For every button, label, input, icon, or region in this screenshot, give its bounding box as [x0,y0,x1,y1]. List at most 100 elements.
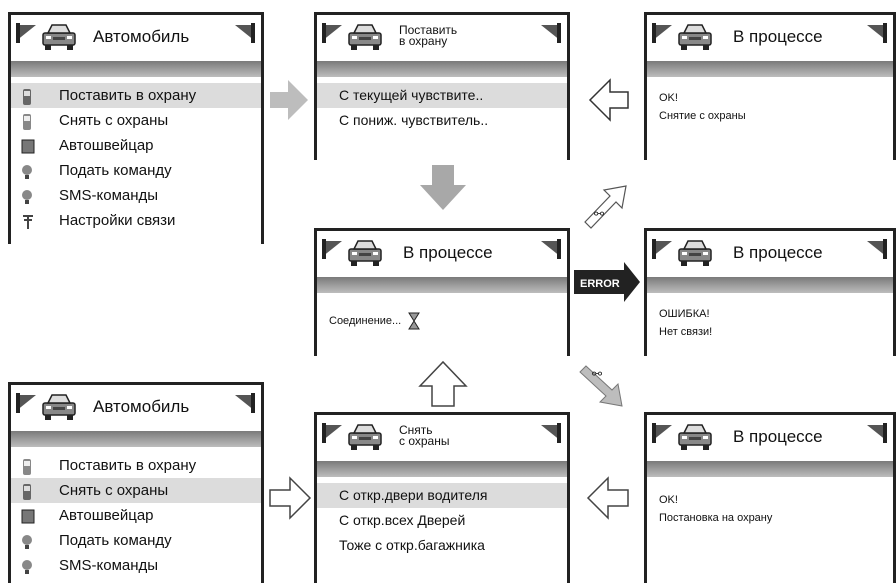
battery-icon [541,239,561,259]
menu-item-autodoorman[interactable]: Автошвейцар [11,503,261,528]
car-icon [678,240,712,267]
battery-icon [867,239,887,259]
menu-list: Поставить в охрану Снять с охраны Автошв… [11,77,261,233]
menu-item-label: Подать команду [59,532,172,549]
menu-item-label: Поставить в охрану [59,87,197,104]
phone-icon [21,483,33,500]
status-line: ОШИБКА! [659,308,710,320]
title-bar [317,277,567,293]
menu-item-driver-door[interactable]: С откр.двери водителя [317,483,567,508]
car-icon [678,424,712,451]
menu-item-label: Поставить в охрану [59,457,197,474]
signal-icon [322,423,342,443]
screen-title: В процессе [733,427,823,446]
menu-item-label: SMS-команды [59,187,159,204]
arrow-diagonal-down-icon [579,365,623,407]
signal-icon [322,23,342,43]
main-menu-screen-top: Автомобиль Поставить в охрану Снять с ох… [8,12,264,244]
title-bar [647,61,893,77]
battery-icon [867,423,887,443]
car-icon [678,24,712,51]
status-line: Снятие с охраны [659,110,746,122]
car-icon [42,394,76,421]
status-line: Постановка на охрану [659,512,773,524]
menu-item-arm[interactable]: Поставить в охрану [11,83,261,108]
bulb-icon [21,558,33,574]
phone-icon [21,458,33,475]
screen-title: В процессе [733,243,823,262]
main-menu-screen-bottom: Автомобиль Поставить в охрану Снять с ох… [8,382,264,583]
menu-item-label: Автошвейцар [59,137,154,154]
battery-icon [235,23,255,43]
menu-item-label: SMS-команды [59,557,159,574]
screen-header: Автомобиль [11,15,261,61]
menu-item-sms[interactable]: SMS-команды [11,553,261,578]
menu-item-command[interactable]: Подать команду [11,158,261,183]
menu-list: С текущей чувствите.. С пониж. чувствите… [317,77,567,133]
menu-item-sms[interactable]: SMS-команды [11,183,261,208]
menu-item-autodoorman[interactable]: Автошвейцар [11,133,261,158]
arrow-left-icon [586,476,629,520]
arrow-left-icon [588,78,629,122]
antenna-icon [21,213,33,229]
menu-item-current-sensitivity[interactable]: С текущей чувствите.. [317,83,567,108]
screen-header: Автомобиль [11,385,261,431]
car-icon [348,240,382,267]
box-icon [21,138,35,154]
battery-icon [867,23,887,43]
screen-header: В процессе [317,231,567,277]
menu-item-connection[interactable]: Настройки связи [11,208,261,233]
connecting-screen: В процессе Соединение... [314,228,570,356]
arrow-right-icon [269,476,312,520]
menu-item-label: Автошвейцар [59,507,154,524]
bulb-icon [21,163,33,179]
menu-list: Поставить в охрану Снять с охраны Автошв… [11,447,261,578]
process-ok-screen-bottom: В процессе OK! Постановка на охрану [644,412,896,583]
message-body: Соединение... [317,293,567,341]
menu-item-label: Снять с охраны [59,482,169,499]
bulb-icon [21,188,33,204]
menu-item-arm[interactable]: Поставить в охрану [11,453,261,478]
signal-icon [652,423,672,443]
message-body: ОШИБКА! Нет связи! [647,293,893,351]
menu-item-disarm[interactable]: Снять с охраны [11,108,261,133]
arrow-up-icon [418,360,468,407]
menu-item-disarm[interactable]: Снять с охраны [11,478,261,503]
menu-item-label: Снять с охраны [59,112,169,129]
screen-header: В процессе [647,15,893,61]
process-ok-screen-top: В процессе OK! Снятие с охраны [644,12,896,160]
status-line: OK! [659,92,678,104]
menu-item-trunk[interactable]: Тоже с откр.багажника [339,537,485,553]
screen-header: В процессе [647,415,893,461]
title-bar [647,461,893,477]
screen-title: В процессе [403,243,493,262]
screen-title: Автомобиль [93,27,190,46]
signal-icon [652,239,672,259]
phone-icon [21,88,33,105]
menu-item-reduced-sensitivity[interactable]: С пониж. чувствитель.. [339,112,489,128]
menu-item-all-doors[interactable]: С откр.всех Дверей [339,512,466,528]
hourglass-icon [408,312,421,330]
signal-icon [322,239,342,259]
plug-icon: ⚯ [594,207,604,221]
car-icon [348,24,382,51]
signal-icon [16,23,36,43]
title-bar [11,431,261,447]
menu-item-command[interactable]: Подать команду [11,528,261,553]
car-icon [42,24,76,51]
battery-icon [235,393,255,413]
battery-icon [541,23,561,43]
status-line: OK! [659,494,678,506]
battery-icon [541,423,561,443]
screen-title: Автомобиль [93,397,190,416]
screen-header: В процессе [647,231,893,277]
title-bar [647,277,893,293]
arrow-diagonal-up-icon [584,185,627,229]
phone-icon [21,113,33,130]
title-bar [317,61,567,77]
